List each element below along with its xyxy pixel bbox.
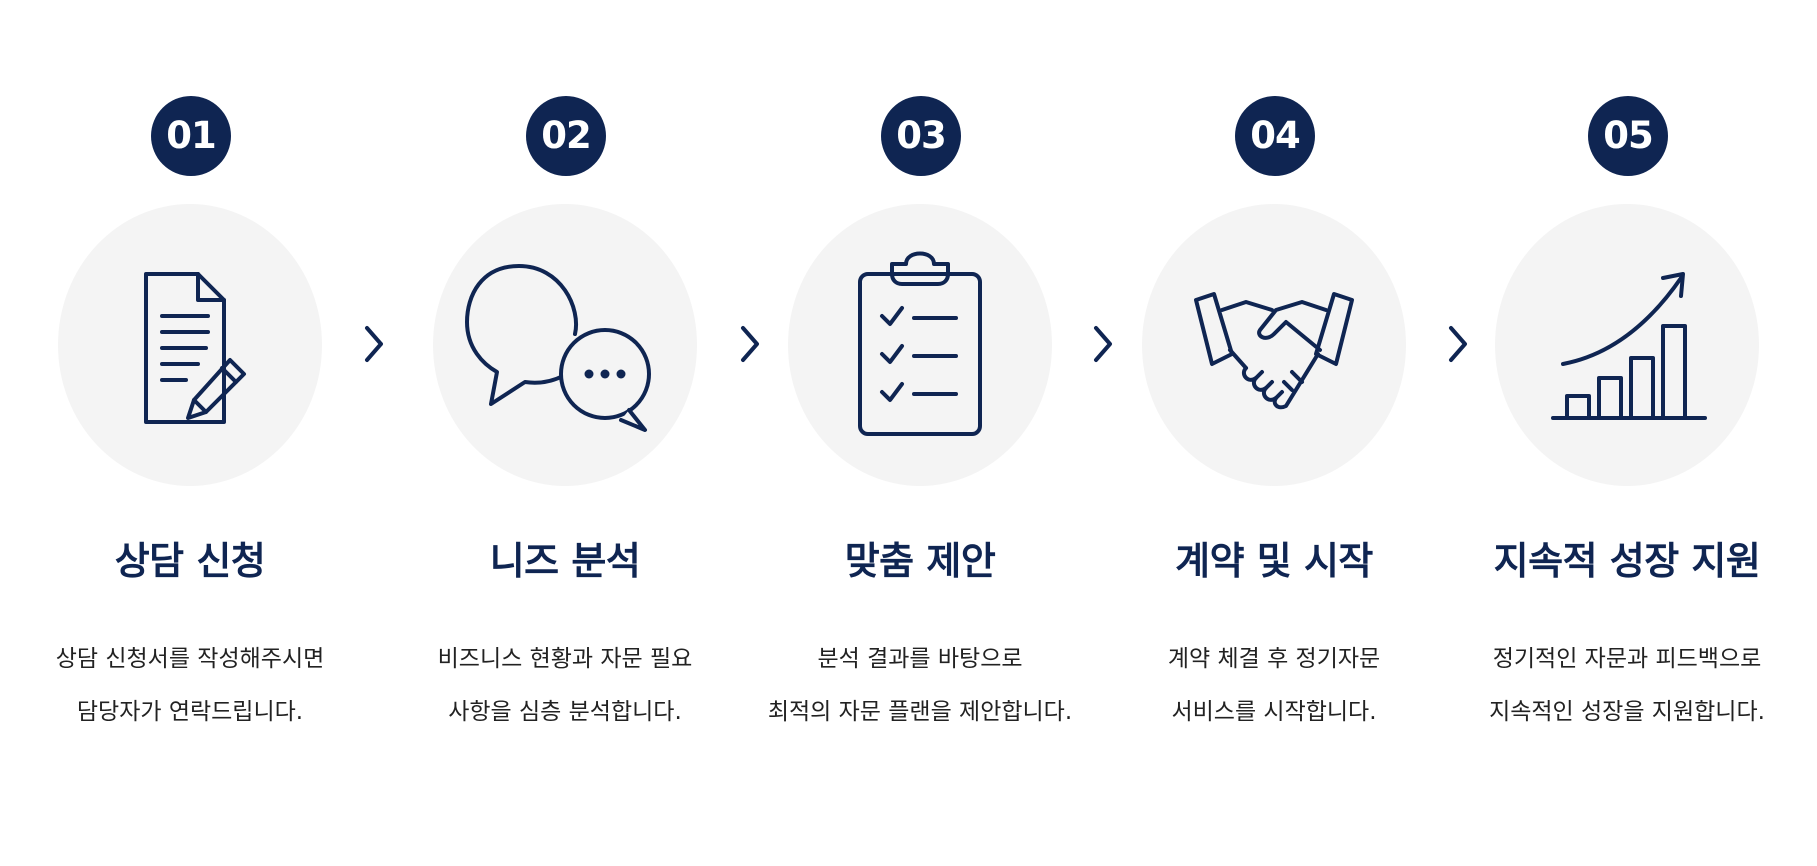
step-description-line: 최적의 자문 플랜을 제안합니다. bbox=[767, 699, 1073, 725]
step-description-line: 서비스를 시작합니다. bbox=[1171, 699, 1377, 725]
chevron-right-icon bbox=[741, 326, 759, 362]
chevron-right-icon bbox=[1449, 326, 1467, 362]
step-description-line: 정기적인 자문과 피드백으로 bbox=[1492, 646, 1762, 672]
step-description-line: 계약 체결 후 정기자문 bbox=[1167, 646, 1381, 672]
handshake-icon bbox=[1194, 292, 1354, 410]
step-number-badge: 05 bbox=[1588, 96, 1668, 176]
step-description-line: 사항을 심층 분석합니다. bbox=[448, 699, 682, 725]
step-title: 계약 및 시작 bbox=[1175, 539, 1373, 583]
step-2: 02 니즈 분석 비즈니스 현황과 자문 필요 사항을 심층 분석합니다. bbox=[385, 0, 745, 866]
step-icon-circle bbox=[1142, 204, 1406, 486]
step-title: 니즈 분석 bbox=[489, 539, 641, 583]
step-description: 계약 체결 후 정기자문 서비스를 시작합니다. bbox=[1094, 633, 1454, 739]
step-icon-circle bbox=[788, 204, 1052, 486]
step-icon-circle bbox=[433, 204, 697, 486]
step-title: 상담 신청 bbox=[114, 539, 266, 583]
step-number-badge: 03 bbox=[881, 96, 961, 176]
step-description: 분석 결과를 바탕으로 최적의 자문 플랜을 제안합니다. bbox=[740, 633, 1100, 739]
clipboard-checklist-icon bbox=[858, 251, 982, 436]
step-3: 03 맞춤 제안 분석 결과를 바탕으로 최적의 자문 플랜을 제안합니다. bbox=[740, 0, 1100, 866]
step-description-line: 분석 결과를 바탕으로 bbox=[817, 646, 1023, 672]
step-description: 상담 신청서를 작성해주시면 담당자가 연락드립니다. bbox=[10, 633, 370, 739]
step-number-badge: 01 bbox=[151, 96, 231, 176]
step-1: 01 상담 신청 상담 신청서를 작성해주시면 담당자 bbox=[10, 0, 370, 866]
step-5: 05 지속적 성장 지원 정기적인 자문과 피드백으로 지속적인 성장을 지원합… bbox=[1447, 0, 1807, 866]
step-title: 맞춤 제안 bbox=[844, 539, 996, 583]
step-description-line: 담당자가 연락드립니다. bbox=[76, 699, 304, 725]
chevron-right-icon bbox=[1094, 326, 1112, 362]
step-title: 지속적 성장 지원 bbox=[1493, 539, 1761, 583]
step-number-badge: 04 bbox=[1235, 96, 1315, 176]
step-description: 정기적인 자문과 피드백으로 지속적인 성장을 지원합니다. bbox=[1447, 633, 1807, 739]
chat-bubbles-icon bbox=[465, 264, 651, 432]
growth-chart-icon bbox=[1551, 272, 1707, 420]
step-description: 비즈니스 현황과 자문 필요 사항을 심층 분석합니다. bbox=[385, 633, 745, 739]
step-description-line: 비즈니스 현황과 자문 필요 bbox=[437, 646, 693, 672]
step-description-line: 상담 신청서를 작성해주시면 bbox=[55, 646, 325, 672]
chevron-right-icon bbox=[365, 326, 383, 362]
document-pencil-icon bbox=[144, 272, 246, 424]
step-number-badge: 02 bbox=[526, 96, 606, 176]
step-icon-circle bbox=[58, 204, 322, 486]
step-icon-circle bbox=[1495, 204, 1759, 486]
step-4: 04 계약 및 시작 계약 체결 후 정기자 bbox=[1094, 0, 1454, 866]
step-description-line: 지속적인 성장을 지원합니다. bbox=[1489, 699, 1765, 725]
